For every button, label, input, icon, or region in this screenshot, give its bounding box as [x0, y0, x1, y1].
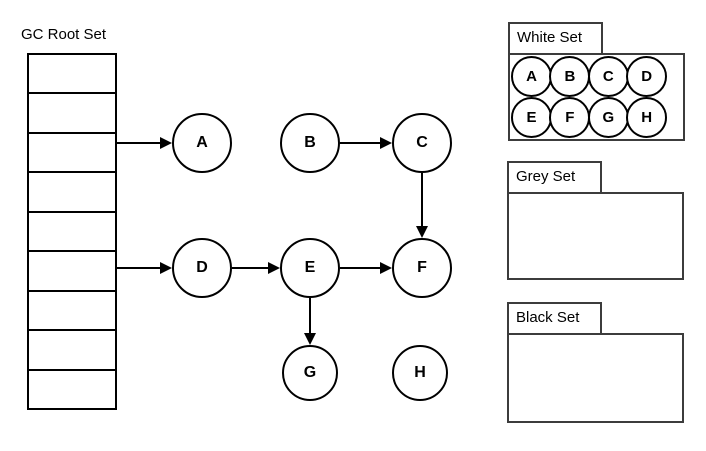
- graph-node-F: F: [392, 238, 452, 298]
- graph-node-E: E: [280, 238, 340, 298]
- root-table-cell: [29, 55, 115, 95]
- edge-line: [421, 173, 423, 227]
- edge-line: [340, 267, 381, 269]
- grey-set-tab: Grey Set: [507, 161, 602, 194]
- white-set-node-A: A: [511, 56, 552, 97]
- white-set-node-D: D: [626, 56, 668, 97]
- arrowhead-icon: [380, 262, 392, 274]
- arrowhead-icon: [160, 137, 172, 149]
- edge-line: [232, 267, 269, 269]
- edge-line: [340, 142, 381, 144]
- root-table-cell: [29, 94, 115, 134]
- graph-node-C: C: [392, 113, 452, 173]
- graph-node-B: B: [280, 113, 340, 173]
- black-set-label: Black Set: [516, 309, 580, 326]
- white-set-members: A B C D E F G H: [511, 56, 668, 138]
- graph-node-H: H: [392, 345, 448, 401]
- white-set-label: White Set: [517, 29, 583, 46]
- edge-line: [117, 142, 161, 144]
- edge-line: [309, 298, 311, 334]
- grey-set-label: Grey Set: [516, 168, 576, 185]
- graph-node-A: A: [172, 113, 232, 173]
- white-set-node-G: G: [587, 97, 629, 138]
- edge-line: [117, 267, 161, 269]
- root-table-cell: [29, 331, 115, 371]
- gc-root-set-label: GC Root Set: [21, 26, 107, 43]
- white-set-node-H: H: [626, 97, 668, 138]
- arrowhead-icon: [160, 262, 172, 274]
- white-set-node-E: E: [511, 97, 552, 138]
- black-set-box: [507, 333, 684, 423]
- graph-node-G: G: [282, 345, 338, 401]
- arrowhead-icon: [268, 262, 280, 274]
- arrowhead-icon: [304, 333, 316, 345]
- root-table-cell: [29, 292, 115, 332]
- root-table-cell: [29, 173, 115, 213]
- arrowhead-icon: [416, 226, 428, 238]
- white-set-tab: White Set: [508, 22, 603, 55]
- graph-node-D: D: [172, 238, 232, 298]
- root-table-cell: [29, 371, 115, 408]
- white-set-node-F: F: [549, 97, 591, 138]
- white-set-node-C: C: [587, 56, 629, 97]
- grey-set-box: [507, 192, 684, 280]
- white-set-node-B: B: [549, 56, 591, 97]
- gc-root-set-table: [27, 53, 117, 410]
- root-table-cell: [29, 252, 115, 292]
- root-table-cell: [29, 134, 115, 174]
- arrowhead-icon: [380, 137, 392, 149]
- root-table-cell: [29, 213, 115, 253]
- black-set-tab: Black Set: [507, 302, 602, 335]
